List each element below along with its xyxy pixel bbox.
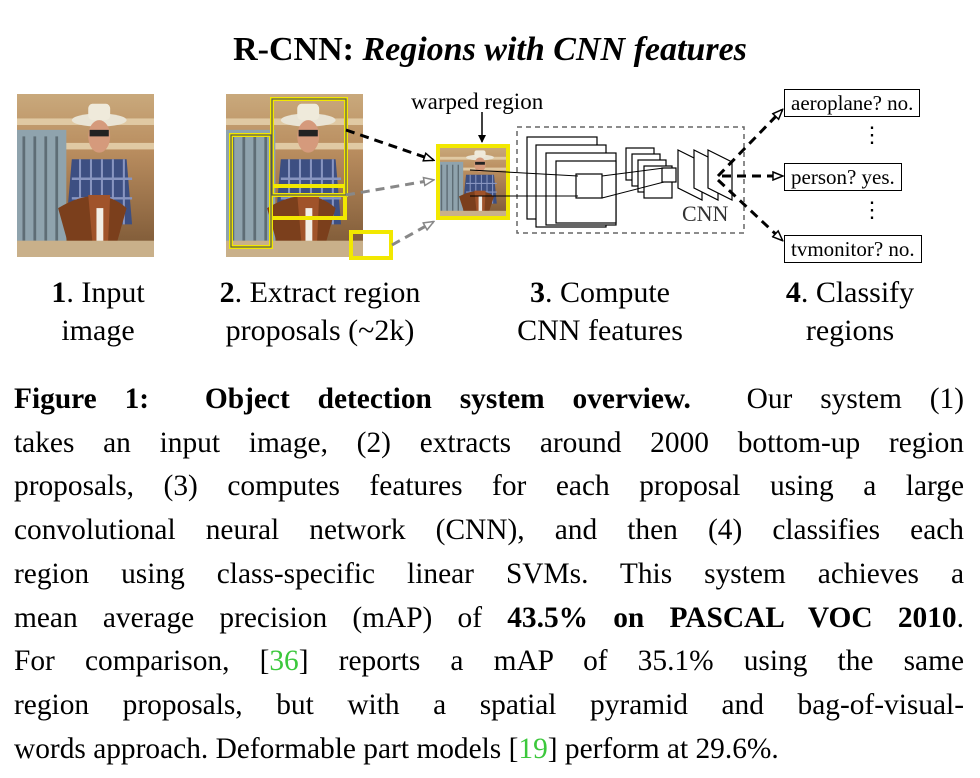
class-aeroplane: aeroplane? no.: [784, 89, 921, 117]
proposal-box: [349, 230, 393, 260]
citation-link-36[interactable]: 36: [269, 645, 299, 678]
caption-line: takes an input image, (2) extracts aroun…: [14, 426, 964, 459]
pipeline-diagram: CNN: [17, 94, 980, 260]
figure-caption: Figure 1: Object detection system overvi…: [14, 378, 964, 771]
vertical-ellipsis: ⋮: [861, 122, 883, 147]
proposal-arrow: [345, 128, 433, 160]
input-image: [17, 94, 154, 257]
caption-line: For comparison, [36] reports a mAP of 35…: [14, 645, 964, 678]
title-bold: R-CNN:: [233, 31, 354, 68]
caption-line: proposals, (3) computes features for eac…: [14, 470, 964, 503]
vertical-ellipsis: ⋮: [861, 197, 883, 222]
caption-line: mean average precision (mAP) of 43.5% on…: [14, 601, 964, 634]
caption-heading: Object detection system overview.: [204, 383, 691, 415]
warped-region-image: [436, 144, 510, 220]
caption-result: 43.5% on PASCAL VOC 2010: [507, 601, 957, 634]
caption-label: Figure 1:: [14, 383, 150, 415]
caption-line: convolutional neural network (CNN), and …: [14, 514, 964, 547]
region-proposals-image: [226, 94, 393, 260]
classify-arrow: [716, 110, 782, 178]
caption-line: region using class-specific linear SVMs.…: [14, 557, 964, 590]
cnn-box: [516, 126, 745, 234]
cnn-diagram: [469, 126, 745, 234]
rcnn-figure: R-CNN: Regions with CNN features: [0, 0, 980, 360]
warped-region-label: warped region: [411, 89, 544, 114]
citation-link-19[interactable]: 19: [518, 732, 548, 765]
class-person: person? yes.: [784, 163, 902, 191]
proposal-arrow: [391, 222, 433, 247]
caption-line: words approach. Deformable part models […: [14, 732, 779, 765]
caption-line: Figure 1: Object detection system overvi…: [14, 383, 964, 415]
figure-title: R-CNN: Regions with CNN features: [0, 30, 980, 70]
cnn-label: CNN: [682, 201, 729, 226]
class-tvmonitor: tvmonitor? no.: [784, 235, 922, 263]
title-italic: Regions with CNN features: [362, 31, 747, 68]
caption-line: region proposals, but with a spatial pyr…: [14, 688, 964, 721]
